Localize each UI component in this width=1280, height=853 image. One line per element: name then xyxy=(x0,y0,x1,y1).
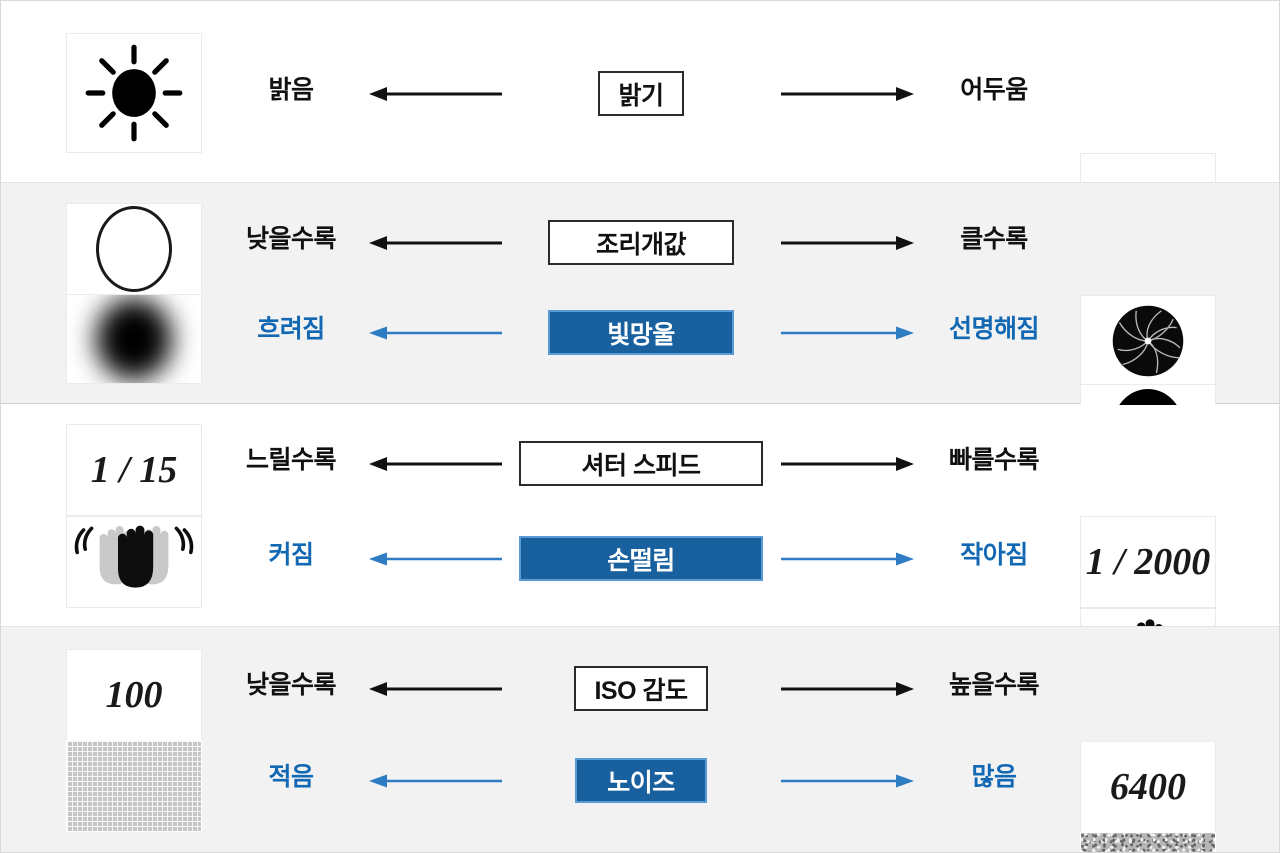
thumb-blurred-dot xyxy=(66,294,202,384)
arrow-right-icon xyxy=(781,552,914,566)
arrow-left-icon xyxy=(369,552,502,566)
blurred-dot-icon xyxy=(96,298,172,380)
arrow-right-iso xyxy=(779,678,914,700)
pill-iso-sensitivity[interactable]: ISO 감도 xyxy=(574,666,708,711)
thumb-aperture-blades xyxy=(1080,295,1216,387)
arrow-left-icon xyxy=(369,457,502,471)
pill-bokeh[interactable]: 빛망울 xyxy=(548,310,734,355)
label-iso-right: 높을수록 xyxy=(948,671,1040,699)
arrow-left-icon xyxy=(369,326,502,340)
pill-aperture-value[interactable]: 조리개값 xyxy=(548,220,734,265)
arrow-left-handshake xyxy=(369,548,504,570)
arrow-left-brightness xyxy=(369,83,504,105)
thumb-iso-100: 100 xyxy=(66,649,202,741)
label-iso-left: 낮을수록 xyxy=(245,671,337,699)
thumb-small-aperture xyxy=(66,203,202,295)
aperture-blades-icon xyxy=(1112,305,1184,377)
row-brightness-main: 밝음 밝기 어두움 xyxy=(1,1,1279,273)
label-noise-right: 많음 xyxy=(971,763,1017,791)
small-aperture-ring-icon xyxy=(96,206,172,292)
thumb-coarse-noise xyxy=(1080,832,1216,852)
arrow-right-bokeh xyxy=(779,322,914,344)
arrow-left-icon xyxy=(369,236,502,250)
row-shutter-speed: 1 / 15 느릴수록 셔터 스피드 빠를 xyxy=(1,405,1279,608)
thumb-bright-sun xyxy=(66,33,202,153)
shaking-hand-icon xyxy=(74,525,194,588)
arrow-right-brightness xyxy=(779,83,914,105)
shutter-1-15-text: 1 / 15 xyxy=(90,449,178,491)
arrow-right-aperture xyxy=(779,232,914,254)
thumb-shutter-slow: 1 / 15 xyxy=(66,424,202,516)
label-brightness-right: 어두움 xyxy=(960,76,1028,104)
label-aperture-left: 낮을수록 xyxy=(245,225,337,253)
center-label-brightness: 밝기 xyxy=(517,71,765,116)
label-aperture-right: 클수록 xyxy=(960,225,1028,253)
arrow-left-noise xyxy=(369,770,504,792)
arrow-right-noise xyxy=(779,770,914,792)
thumb-iso-6400: 6400 xyxy=(1080,741,1216,833)
section-iso: 100 낮을수록 ISO 감도 높을수록 xyxy=(1,626,1279,852)
arrow-right-icon xyxy=(781,236,914,250)
center-label-iso: ISO 감도 xyxy=(517,666,765,711)
pill-noise[interactable]: 노이즈 xyxy=(575,758,707,803)
arrow-left-aperture xyxy=(369,232,504,254)
iso-100-text: 100 xyxy=(105,674,163,716)
label-brightness-left: 밝음 xyxy=(268,76,314,104)
center-label-aperture: 조리개값 xyxy=(517,220,765,265)
center-label-handshake: 손떨림 xyxy=(517,536,765,581)
arrow-left-iso xyxy=(369,678,504,700)
label-shutter-right: 빠를수록 xyxy=(948,446,1040,474)
coarse-noise-texture xyxy=(1081,833,1215,852)
arrow-right-icon xyxy=(781,457,914,471)
pill-handshake[interactable]: 손떨림 xyxy=(519,536,763,581)
thumb-shutter-fast: 1 / 2000 xyxy=(1080,516,1216,608)
arrow-right-shutter xyxy=(779,453,914,475)
arrow-right-icon xyxy=(781,682,914,696)
arrow-left-bokeh xyxy=(369,322,504,344)
fine-grain-texture xyxy=(67,741,201,831)
thumb-shaking-hand xyxy=(66,516,202,608)
section-aperture: 낮을수록 조리개값 클수록 xyxy=(1,182,1279,474)
pill-brightness[interactable]: 밝기 xyxy=(598,71,684,116)
section-brightness: 밝음 밝기 어두움 xyxy=(1,1,1279,273)
arrow-left-icon xyxy=(369,682,502,696)
center-label-shutter: 셔터 스피드 xyxy=(517,441,765,486)
arrow-left-icon xyxy=(369,87,502,101)
thumb-fine-grain xyxy=(66,740,202,832)
section-shutter-speed: 1 / 15 느릴수록 셔터 스피드 빠를 xyxy=(1,405,1279,700)
arrow-left-icon xyxy=(369,774,502,788)
center-label-bokeh: 빛망울 xyxy=(517,310,765,355)
label-handshake-right: 작아짐 xyxy=(960,541,1028,569)
shutter-1-2000-text: 1 / 2000 xyxy=(1085,541,1211,583)
row-bokeh: 흐려짐 빛망울 선명해짐 xyxy=(1,294,1279,474)
label-shutter-left: 느릴수록 xyxy=(245,446,337,474)
arrow-right-icon xyxy=(781,326,914,340)
row-noise: 적음 노이즈 많음 xyxy=(1,740,1279,852)
pill-shutter-speed[interactable]: 셔터 스피드 xyxy=(519,441,763,486)
label-noise-left: 적음 xyxy=(268,763,314,791)
row-aperture-value: 낮을수록 조리개값 클수록 xyxy=(1,183,1279,387)
arrow-left-shutter xyxy=(369,453,504,475)
row-handshake: 커짐 손떨림 작아짐 xyxy=(1,516,1279,700)
label-bokeh-left: 흐려짐 xyxy=(257,315,325,343)
arrow-right-icon xyxy=(781,87,914,101)
bright-sun-icon xyxy=(85,44,183,142)
arrow-right-handshake xyxy=(779,548,914,570)
label-bokeh-right: 선명해짐 xyxy=(948,315,1040,343)
arrow-right-icon xyxy=(781,774,914,788)
iso-6400-text: 6400 xyxy=(1110,766,1186,808)
label-handshake-left: 커짐 xyxy=(268,541,314,569)
center-label-noise: 노이즈 xyxy=(517,758,765,803)
row-iso-sensitivity: 100 낮을수록 ISO 감도 높을수록 xyxy=(1,627,1279,833)
